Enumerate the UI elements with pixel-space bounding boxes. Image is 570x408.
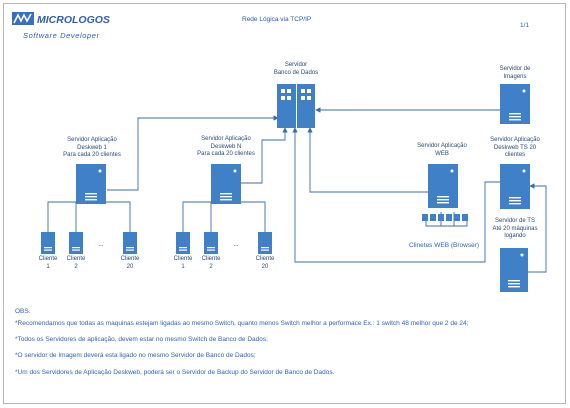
client-tower-icon[interactable]	[41, 232, 55, 254]
label-web-app: Servidor Aplicação WEB	[417, 143, 467, 157]
logo-brand: MICROLOGOS	[37, 14, 110, 26]
link-web-db	[307, 127, 430, 193]
server-image-icon[interactable]	[500, 84, 530, 124]
server-ts-icon[interactable]	[500, 248, 528, 292]
label-appN: Servidor Aplicação Deskweb N Para cada 2…	[197, 136, 255, 157]
server-appN-icon[interactable]	[211, 164, 241, 204]
bus-groupN	[182, 201, 266, 232]
label-ts-app: Servidor Aplicação Deskweb TS 20 cliente…	[490, 137, 540, 158]
server-web-icon[interactable]	[428, 164, 458, 208]
link-ts-db	[292, 127, 500, 263]
server-app1-icon[interactable]	[76, 164, 106, 204]
page-frame	[3, 3, 566, 404]
client-tower-icon[interactable]	[204, 232, 218, 254]
label-client-gN-20: Cliente 20	[255, 256, 275, 270]
label-image-server: Servidor de Imagens	[499, 66, 531, 80]
page-number: 1/1	[520, 22, 530, 29]
server-db-icon[interactable]	[277, 84, 315, 128]
note-line-2: *Todos os Servidores de aplicação, devem…	[15, 336, 268, 343]
bus-group1	[47, 201, 131, 232]
micrologos-logo: MICROLOGOS Software Developer	[12, 12, 110, 40]
diagram-title: Rede Lógica via TCP/IP	[242, 16, 312, 23]
ellipsis-g1: ...	[98, 242, 104, 248]
notes-heading: OBS.	[15, 308, 31, 315]
client-tower-icon[interactable]	[123, 232, 137, 254]
label-app1: Servidor Aplicação Deskweb 1 Para cada 2…	[63, 137, 121, 158]
label-client-g1-2: Cliente 2	[66, 256, 86, 270]
web-clients-icons	[422, 214, 468, 221]
link-appN-db	[240, 127, 288, 184]
note-line-1: *Recomendamos que todas as maquinas este…	[15, 320, 469, 327]
client-tower-icon[interactable]	[258, 232, 272, 254]
logo-mark-icon	[12, 12, 34, 25]
bus-web-clients	[425, 220, 468, 227]
label-web-clients: Clinetes WEB (Browser)	[408, 242, 480, 249]
ellipsis-gN: ...	[233, 242, 239, 248]
note-line-4: *Um dos Servidores de Aplicação Deskweb,…	[15, 369, 335, 376]
label-ts-server: Servidor de TS Até 20 máquinas logando	[492, 218, 538, 239]
link-app1-db	[107, 115, 279, 191]
server-ts-app-icon[interactable]	[500, 164, 530, 209]
link-tsserver-tsapp	[528, 183, 547, 273]
logo-tagline: Software Developer	[23, 31, 100, 40]
client-tower-icon[interactable]	[176, 232, 190, 254]
client-tower-icon[interactable]	[69, 232, 83, 254]
label-client-g1-1: Cliente 1	[38, 256, 58, 270]
label-client-gN-2: Cliente 2	[201, 256, 221, 270]
note-line-3: *O servidor de Imagem deverá esta ligado…	[15, 352, 256, 359]
label-db-server: Servidor Banco de Dados	[273, 62, 319, 76]
label-client-gN-1: Cliente 1	[173, 256, 193, 270]
label-client-g1-20: Cliente 20	[120, 256, 140, 270]
